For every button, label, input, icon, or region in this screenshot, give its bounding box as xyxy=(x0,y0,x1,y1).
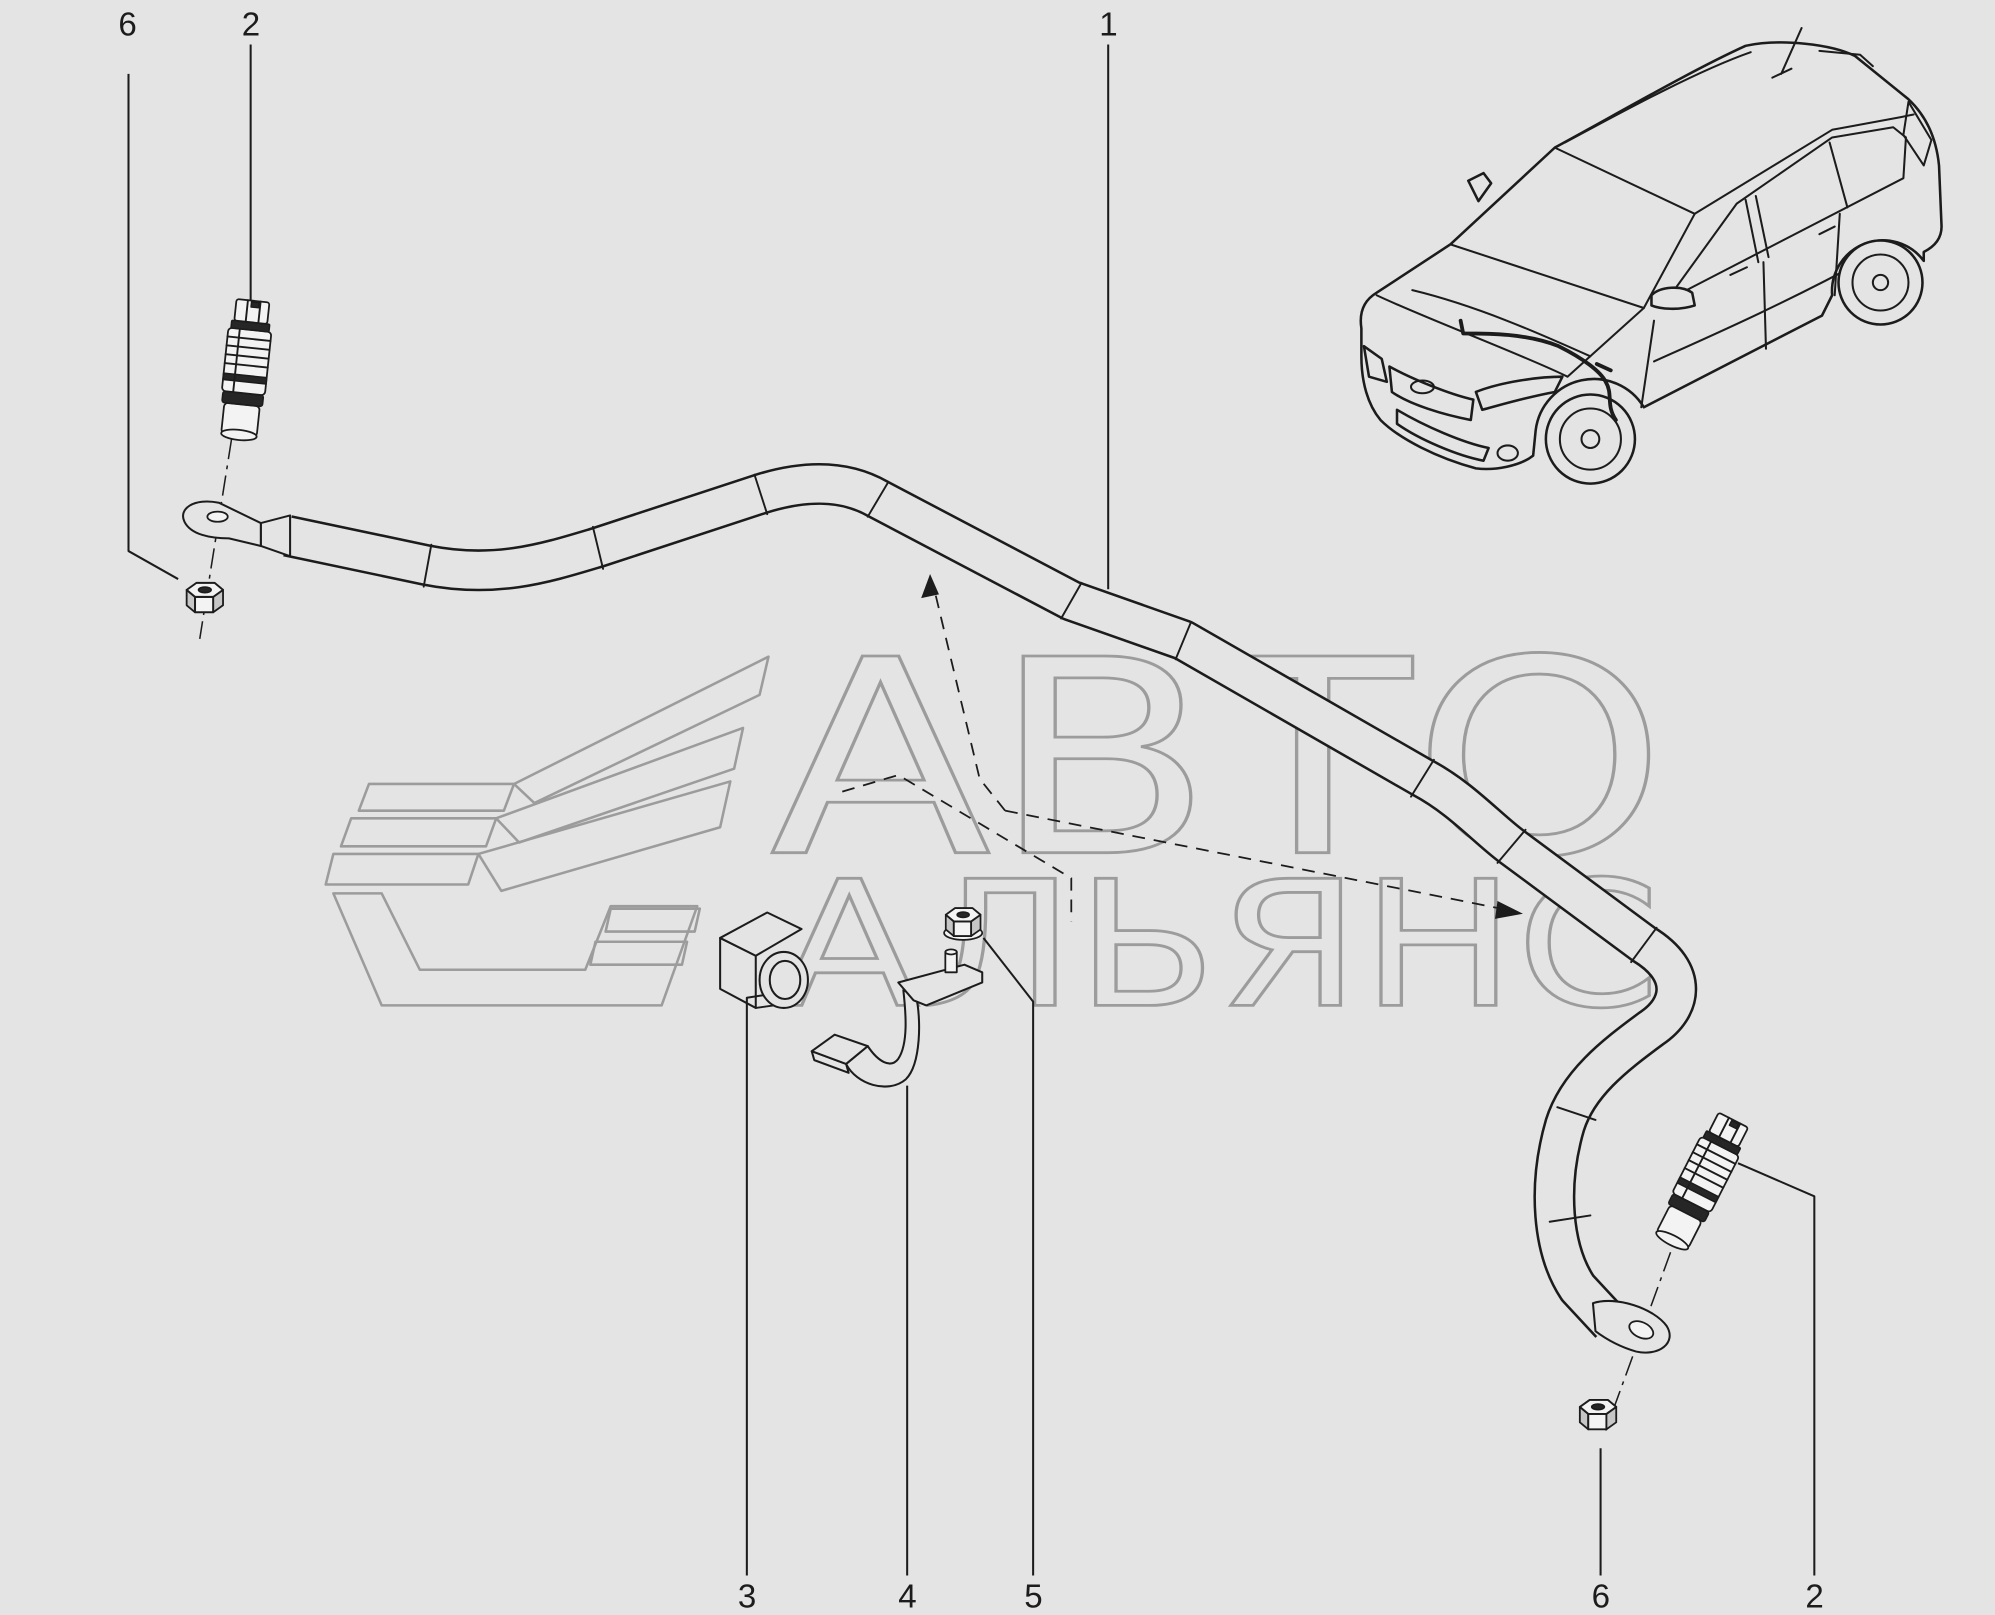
leader-lines xyxy=(127,44,1816,1576)
car-lower-intake xyxy=(1395,408,1490,462)
car-side-crease xyxy=(1653,256,1872,363)
car-door-lines xyxy=(1640,212,1841,409)
callout-2-top: 2 xyxy=(242,7,260,44)
bracket-foot xyxy=(810,1033,869,1065)
car-fog-lamp xyxy=(1496,444,1519,462)
callout-5: 5 xyxy=(1024,1578,1042,1615)
car-illustration xyxy=(1359,26,1943,485)
callout-labels: 6 2 1 3 4 5 6 2 xyxy=(118,7,1824,1615)
car-door-handles xyxy=(1729,225,1836,276)
axis-line-left-link xyxy=(199,438,233,639)
nut-left xyxy=(185,581,225,614)
leader-6-top xyxy=(127,73,179,580)
wing-band-2 xyxy=(494,726,745,844)
watermark-text-line2: АЛЬЯНС xyxy=(779,844,1661,1047)
car-stabilizer-location-highlight xyxy=(1458,318,1618,422)
leader-5 xyxy=(982,937,1035,1576)
front-rim xyxy=(1558,407,1622,471)
car-roof-rail xyxy=(1563,51,1752,144)
stabilizer-bar-section-lines xyxy=(422,473,1658,1223)
stabilizer-bushing xyxy=(719,911,809,1009)
car-rear-wheel xyxy=(1837,239,1924,326)
callout-6-bottom: 6 xyxy=(1592,1578,1610,1615)
callout-3: 3 xyxy=(738,1578,756,1615)
stabilizer-bar xyxy=(182,462,1698,1354)
callout-6-top: 6 xyxy=(118,7,136,44)
car-headlight-left xyxy=(1362,344,1389,384)
bracket-stud-tip xyxy=(944,948,958,956)
rear-rim xyxy=(1851,253,1910,312)
dashed-line-right xyxy=(1004,809,1502,910)
stabilizer-bar-left-eye-hole xyxy=(206,510,229,523)
car-front-wheel xyxy=(1544,393,1637,485)
car-logo xyxy=(1409,379,1435,395)
wing-stripe-3 xyxy=(324,852,480,886)
car-headlight-right xyxy=(1474,375,1564,412)
car-mirror-right xyxy=(1650,286,1697,311)
axis-line-right-link xyxy=(1604,1252,1672,1431)
car-rear-light xyxy=(1902,100,1933,167)
car-antenna xyxy=(1771,26,1803,79)
arrowhead-right xyxy=(1494,901,1523,919)
bushing-bracket xyxy=(810,948,984,1088)
leader-2-bottom xyxy=(1737,1162,1816,1576)
nut-right xyxy=(1578,1398,1618,1431)
bracket-flange xyxy=(897,963,984,1007)
stabilizer-bar-left-eye xyxy=(182,500,262,547)
rear-hub xyxy=(1871,273,1890,292)
stabilizer-bar-right-eye-hole xyxy=(1628,1320,1655,1340)
wing-band-1 xyxy=(512,655,770,805)
arrowhead-up xyxy=(921,573,939,599)
car-side-windows xyxy=(1665,126,1907,302)
flange-nut xyxy=(943,907,984,941)
bushing-top-face xyxy=(719,911,803,957)
bushing-ring-inner xyxy=(768,959,802,1001)
front-hub xyxy=(1580,429,1601,449)
callout-4: 4 xyxy=(898,1578,916,1615)
watermark-wing xyxy=(324,655,770,1007)
bushing-bottom-edge xyxy=(754,1004,775,1009)
callout-2-bottom: 2 xyxy=(1805,1578,1823,1615)
wing-lower-stripe-2 xyxy=(589,940,689,966)
callout-1: 1 xyxy=(1099,7,1117,44)
dashed-line-bracket xyxy=(842,774,1073,922)
wing-lower-stripe-1 xyxy=(604,907,702,933)
wing-stripe-2 xyxy=(339,817,498,848)
car-hood xyxy=(1375,289,1645,378)
wing-base xyxy=(332,892,699,1007)
wing-stripe-1 xyxy=(357,782,516,812)
rear-tire xyxy=(1837,239,1924,326)
assembly-direction-lines xyxy=(842,573,1523,922)
car-grille xyxy=(1388,365,1475,422)
wing-band-3 xyxy=(477,780,732,893)
car-rear-spoiler xyxy=(1818,49,1874,68)
car-mirror-left xyxy=(1466,171,1493,203)
leader-3 xyxy=(745,994,764,1576)
flange-nut-hex xyxy=(944,907,982,938)
